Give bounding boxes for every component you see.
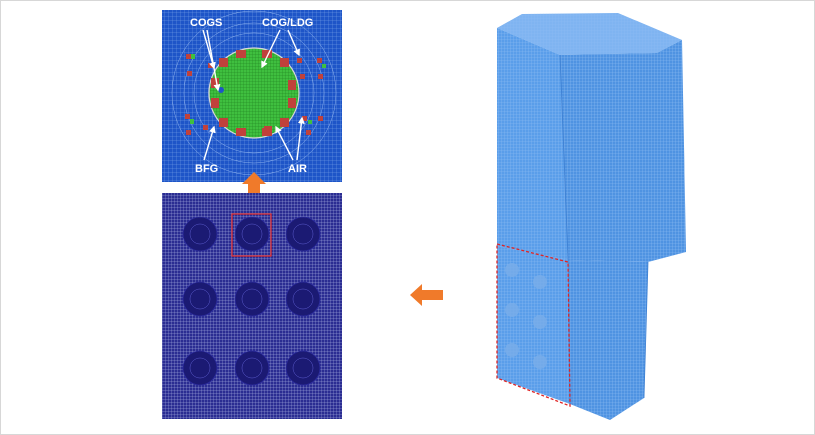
mesh-discs — [182, 216, 321, 386]
block-section-highlight — [496, 243, 571, 407]
label-pointers — [202, 29, 305, 161]
label-bfg: BFG — [195, 163, 218, 175]
mesh-panel — [162, 193, 342, 419]
zoom-cylinder — [208, 47, 300, 139]
left-arrow — [410, 284, 443, 306]
3d-block — [496, 13, 686, 420]
label-cog-ldg: COG/LDG — [262, 17, 313, 29]
label-air: AIR — [288, 163, 307, 175]
zoom-cross-section: COGS COG/LDG BFG AIR — [162, 10, 342, 182]
up-arrow — [242, 172, 266, 195]
label-cogs: COGS — [190, 17, 222, 29]
zoom-selection-box — [231, 213, 272, 257]
